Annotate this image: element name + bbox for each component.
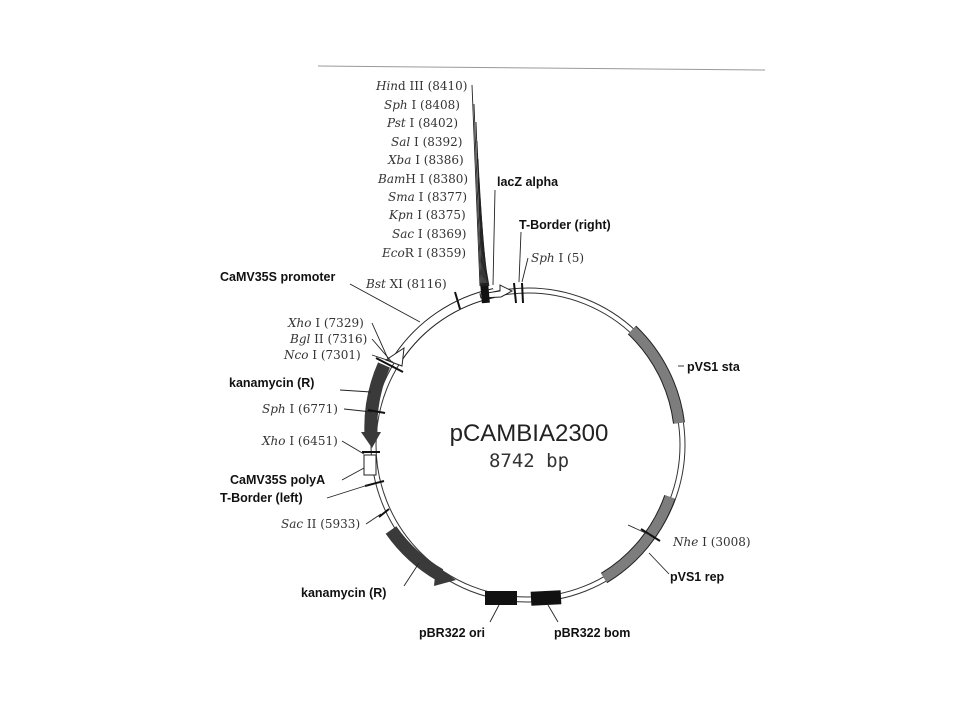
camv35s-polya-box — [363, 454, 377, 476]
plasmid-size: 8742 bp — [489, 450, 569, 472]
lead-tborder-left — [326, 484, 369, 499]
site-sphi-8408: Sph I (8408) — [384, 98, 460, 112]
lead-pbr322-ori — [489, 604, 500, 623]
lead-camv35s-polya — [341, 467, 365, 481]
tick-tborder-right-b — [521, 282, 524, 304]
kanamycin-top-arc — [364, 362, 391, 436]
lead-nhei — [627, 524, 651, 536]
feature-kanamycin-bottom: kanamycin (R) — [301, 586, 386, 600]
tick-xhoi-7329 — [375, 357, 404, 373]
lead-kanamycin-bottom — [403, 562, 420, 587]
pvs1-sta — [628, 326, 684, 424]
site-xhoi-6451: Xho I (6451) — [261, 434, 338, 448]
camv35s-promoter-arc — [394, 289, 495, 361]
site-smai: Sma I (8377) — [388, 190, 467, 204]
feature-lacz-alpha: lacZ alpha — [497, 175, 559, 189]
site-ticks — [362, 282, 661, 542]
kanamycin-bottom-arrowhead — [434, 566, 456, 586]
feature-pvs1-sta: pVS1 sta — [687, 360, 741, 374]
site-hindiii: Hind III (8410) — [375, 79, 467, 93]
site-sacii: Sac II (5933) — [281, 517, 360, 531]
top-rule — [317, 65, 766, 71]
tick-tborder-left — [364, 480, 385, 487]
feature-pbr322-ori: pBR322 ori — [419, 626, 485, 640]
camv35s-promoter-arc-outline — [393, 288, 496, 361]
lead-sacii — [365, 513, 382, 525]
site-saci: Sac I (8369) — [392, 227, 466, 241]
lead-tborder-right — [518, 231, 522, 283]
lead-sphi-6771 — [343, 408, 373, 413]
site-bglii: Bgl II (7316) — [289, 332, 367, 346]
plasmid-name: pCAMBIA2300 — [450, 420, 609, 447]
tick-tborder-right-a — [513, 282, 517, 304]
backbone-inner — [375, 292, 681, 598]
site-sphi-6771: Sph I (6771) — [262, 402, 338, 416]
feature-pvs1-rep: pVS1 rep — [670, 570, 725, 584]
site-xhoi-7329: Xho I (7329) — [287, 316, 364, 330]
feature-camv35s-polya: CaMV35S polyA — [230, 473, 325, 487]
tick-nhei — [640, 528, 661, 542]
site-sali: Sal I (8392) — [391, 135, 463, 149]
site-ecori: EcoR I (8359) — [381, 246, 466, 260]
kanamycin-top-arrowhead — [361, 432, 381, 448]
site-sphi-5: Sph I (5) — [531, 251, 584, 265]
pbr322-ori-block — [485, 591, 517, 605]
site-kpni: Kpn I (8375) — [388, 208, 466, 222]
lead-pvs1-rep — [648, 552, 670, 575]
lead-xhoi-6451 — [341, 440, 365, 455]
feature-tborder-right: T-Border (right) — [519, 218, 611, 232]
tick-sacii — [378, 508, 390, 518]
lead-ncoi — [371, 354, 394, 363]
lead-sphi-5 — [521, 257, 529, 283]
lead-xhoi-7329 — [371, 322, 390, 362]
lead-camv35s-promoter — [349, 283, 421, 323]
lead-sphi-8408 — [473, 103, 482, 287]
site-bstxi: Bst XI (8116) — [365, 277, 447, 291]
pbr322-bom-block — [530, 590, 562, 606]
tick-bstxi — [454, 291, 461, 310]
feature-kanamycin-top: kanamycin (R) — [229, 376, 314, 390]
tick-sphi-6771 — [367, 409, 386, 414]
site-ncoi: Nco I (7301) — [283, 348, 361, 362]
camv35s-promoter-arrowhead — [384, 346, 405, 367]
feature-camv35s-promoter: CaMV35S promoter — [220, 270, 335, 284]
feature-tborder-left: T-Border (left) — [220, 491, 303, 505]
feature-labels: lacZ alpha T-Border (right) CaMV35S prom… — [220, 175, 741, 640]
mcs-block — [480, 282, 490, 304]
lead-ecori — [482, 251, 490, 287]
lead-lacz — [492, 189, 496, 286]
lead-pbr322-bom — [547, 604, 559, 623]
lead-kanamycin-top — [339, 389, 372, 393]
feature-pbr322-bom: pBR322 bom — [554, 626, 630, 640]
lead-hindiii — [471, 84, 481, 287]
site-psti: Pst I (8402) — [386, 116, 458, 130]
lead-bglii — [371, 338, 392, 362]
pvs1-rep — [601, 495, 675, 583]
site-labels: Hind III (8410) Sph I (8408) Pst I (8402… — [261, 79, 751, 549]
site-nhei: Nhe I (3008) — [672, 535, 751, 549]
site-xbai: Xba I (8386) — [387, 153, 464, 167]
site-bamhi: BamH I (8380) — [377, 172, 468, 186]
mcs-leaders — [326, 84, 684, 623]
